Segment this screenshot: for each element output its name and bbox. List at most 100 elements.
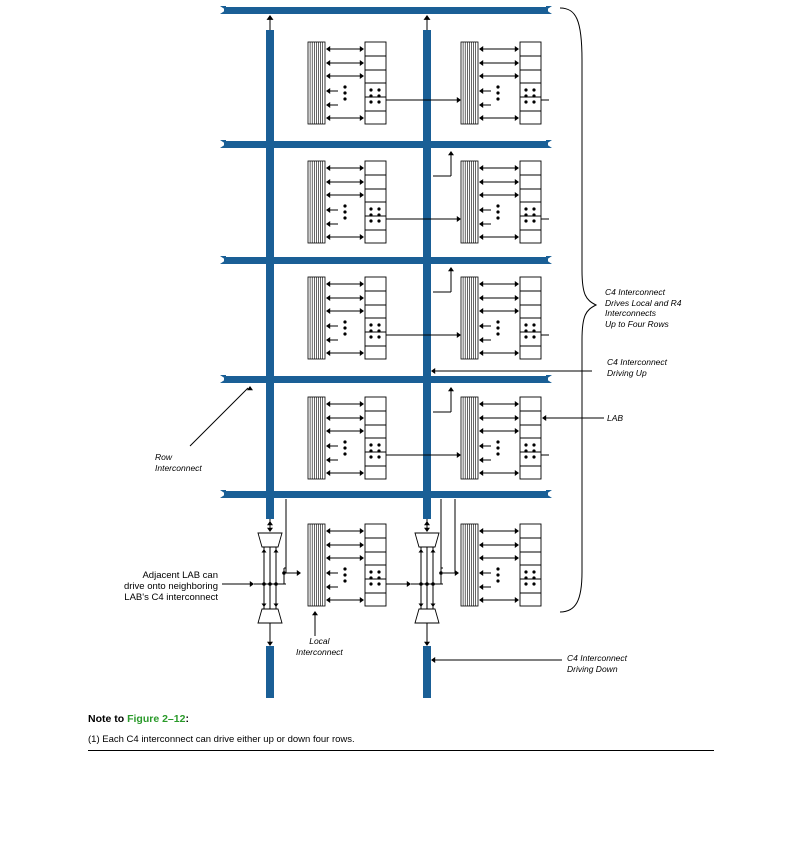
arrow-head-right xyxy=(359,60,364,66)
le-dot xyxy=(524,449,528,453)
arrow-head-down xyxy=(267,641,273,646)
interconnect-dot xyxy=(496,440,500,444)
row-interconnect-end xyxy=(546,490,552,498)
arrow-head-right xyxy=(514,73,519,79)
arrow-head-left xyxy=(326,555,331,561)
le-dot xyxy=(532,582,536,586)
arrow-head-left xyxy=(431,657,436,663)
arrow-head-right xyxy=(359,281,364,287)
le-dot xyxy=(524,323,528,327)
row-interconnect-bar xyxy=(224,7,548,14)
le-dot xyxy=(369,455,373,459)
arrow-head-left xyxy=(479,102,484,108)
arrow-head-up xyxy=(273,549,279,553)
arrow-head-down xyxy=(267,527,273,532)
le-dot xyxy=(532,455,536,459)
label-c4-drives-local: C4 Interconnect Drives Local and R4 Inte… xyxy=(605,287,682,329)
le-dot xyxy=(532,335,536,339)
le-dot xyxy=(532,329,536,333)
arrow-head-right xyxy=(359,470,364,476)
row-interconnect-end xyxy=(546,375,552,383)
le-dot xyxy=(377,449,381,453)
arrow-head-right xyxy=(456,97,461,103)
le-dot xyxy=(377,455,381,459)
arrow-head-up xyxy=(448,387,454,392)
arrow-head-left xyxy=(479,401,484,407)
le-dot xyxy=(377,213,381,217)
row-interconnect-end xyxy=(220,490,226,498)
le-dot xyxy=(377,335,381,339)
driver-junction xyxy=(431,582,435,586)
arrow-head-right xyxy=(514,428,519,434)
driver-junction xyxy=(419,582,423,586)
arrow-head-left xyxy=(479,308,484,314)
interconnect-dot xyxy=(343,210,347,214)
le-dot xyxy=(532,213,536,217)
le-dot xyxy=(369,582,373,586)
arrow-head-right xyxy=(359,308,364,314)
arrow-head-left xyxy=(479,415,484,421)
arrow-head-right xyxy=(249,581,254,587)
interconnect-dot xyxy=(496,91,500,95)
arrow-head-left xyxy=(326,73,331,79)
arrow-head-left xyxy=(479,428,484,434)
arrow-head-up xyxy=(312,611,318,616)
figure-link[interactable]: Figure 2–12 xyxy=(127,713,186,725)
arrow-head-right xyxy=(456,216,461,222)
interconnect-dot xyxy=(343,446,347,450)
le-dot xyxy=(532,323,536,327)
arrow-head-right xyxy=(359,415,364,421)
driver-left-mux-down xyxy=(257,608,283,624)
interconnect-dot xyxy=(343,573,347,577)
le-dot xyxy=(377,576,381,580)
arrow-head-right xyxy=(514,165,519,171)
arrow-head-right xyxy=(359,528,364,534)
arrow-head-left xyxy=(479,337,484,343)
arrow-head-left xyxy=(326,102,331,108)
row-interconnect-end xyxy=(220,6,226,14)
arrow-head-right xyxy=(514,46,519,52)
arrow-head-right xyxy=(359,179,364,185)
row-interconnect-end xyxy=(546,256,552,264)
interconnect-dot xyxy=(343,216,347,220)
interconnect-dot xyxy=(496,320,500,324)
interconnect-dot xyxy=(343,452,347,456)
label-c4-driving-down: C4 Interconnect Driving Down xyxy=(567,653,628,674)
le-dot xyxy=(377,570,381,574)
interconnect-dot xyxy=(343,332,347,336)
interconnect-dot xyxy=(343,326,347,330)
arrow-head-left xyxy=(479,528,484,534)
note-prefix: Note to xyxy=(88,713,128,725)
le-dot xyxy=(369,219,373,223)
le-dot xyxy=(524,94,528,98)
arrow-head-left xyxy=(479,192,484,198)
arrow-head-left xyxy=(479,221,484,227)
c4-interconnect-bar xyxy=(266,30,274,519)
arrow-head-left xyxy=(479,584,484,590)
label-adjacent-lab: Adjacent LAB can drive onto neighboring … xyxy=(123,570,218,603)
c4-up-arrow-head xyxy=(423,15,431,20)
arrow-head-left xyxy=(479,570,484,576)
interconnect-dot xyxy=(343,579,347,583)
arrow-head-right xyxy=(514,234,519,240)
arrow-head-right xyxy=(514,597,519,603)
arrow-head-right xyxy=(359,192,364,198)
row-interconnect-end xyxy=(220,375,226,383)
arrow-head-left xyxy=(479,443,484,449)
le-dot xyxy=(377,219,381,223)
arrow-head-left xyxy=(326,584,331,590)
arrow-head-right xyxy=(514,555,519,561)
le-dot xyxy=(524,207,528,211)
le-dot xyxy=(369,576,373,580)
arrow-head-right xyxy=(514,542,519,548)
le-dot xyxy=(524,455,528,459)
interconnect-dot xyxy=(496,332,500,336)
arrow-head-left xyxy=(326,457,331,463)
le-dot xyxy=(532,449,536,453)
arrow-head-right xyxy=(359,46,364,52)
arrow-head-left xyxy=(326,428,331,434)
arrow-head-left xyxy=(326,415,331,421)
arrow-head-left xyxy=(326,88,331,94)
interconnect-dot xyxy=(496,573,500,577)
